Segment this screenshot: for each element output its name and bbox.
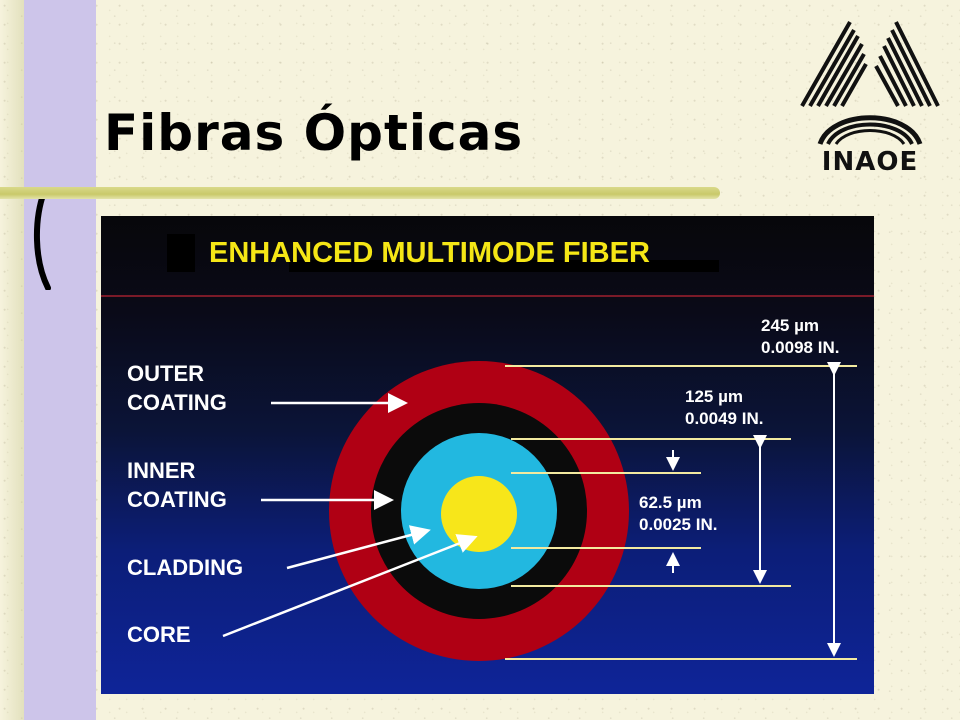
dim-mid-in: 0.0049 IN. xyxy=(685,409,763,428)
fiber-diagram-panel: ENHANCED MULTIMODE FIBER OUTER COATING I… xyxy=(101,216,874,694)
dim-outer-in: 0.0098 IN. xyxy=(761,338,839,357)
dim-core-um: 62.5 µm xyxy=(639,493,702,512)
arrow-cladding xyxy=(286,525,431,570)
dimension-lines xyxy=(505,365,857,660)
label-cladding: CLADDING xyxy=(127,555,243,580)
left-decorative-stripe xyxy=(24,0,96,720)
dim-core-in: 0.0025 IN. xyxy=(639,515,717,534)
label-inner-line2: COATING xyxy=(127,487,227,512)
title-underline xyxy=(0,187,720,199)
arrow-core xyxy=(222,534,478,638)
inaoe-logo: INAOE xyxy=(800,21,940,174)
label-outer-line2: COATING xyxy=(127,390,227,415)
dim-outer-um: 245 µm xyxy=(761,316,819,335)
fiber-diagram: ENHANCED MULTIMODE FIBER OUTER COATING I… xyxy=(101,234,874,661)
dim-mid-um: 125 µm xyxy=(685,387,743,406)
label-outer-line1: OUTER xyxy=(127,361,204,386)
label-inner-line1: INNER xyxy=(127,458,196,483)
heading-shadow-bar xyxy=(289,260,719,272)
core-circle xyxy=(441,476,517,552)
label-core: CORE xyxy=(127,622,191,647)
logo-text: INAOE xyxy=(822,147,918,174)
diagram-heading: ENHANCED MULTIMODE FIBER xyxy=(209,237,650,269)
slide-title: Fibras Ópticas xyxy=(104,104,524,162)
heading-block-left xyxy=(167,234,195,272)
left-margin-shade xyxy=(0,0,24,720)
bracket-ornament xyxy=(33,190,51,290)
